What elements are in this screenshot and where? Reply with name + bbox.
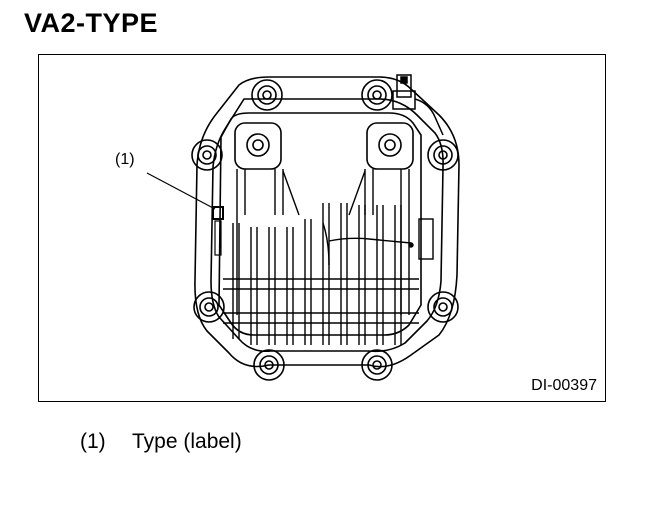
legend-item: (1) Type (label) — [80, 430, 242, 454]
bolt-top-left — [251, 79, 283, 111]
differential-cover-drawing — [146, 74, 460, 381]
breather-connector — [392, 74, 444, 136]
cooling-fins — [223, 203, 419, 345]
legend-number: (1) — [80, 430, 106, 453]
callout-leader — [146, 172, 216, 210]
bolt-mid-right — [427, 139, 459, 171]
bolt-low-right — [427, 291, 459, 323]
bolt-low-left — [193, 291, 225, 323]
bolt-bottom-left — [253, 349, 285, 381]
bolts — [191, 79, 459, 381]
right-slot — [418, 218, 434, 260]
upper-boss-right — [366, 122, 414, 170]
bolt-bottom-right — [361, 349, 393, 381]
legend-text: Type (label) — [132, 430, 242, 453]
cover-outline — [194, 76, 460, 368]
type-label — [212, 206, 224, 220]
inner-flange — [210, 98, 444, 353]
diagram-frame: (1) DI-00397 — [38, 54, 606, 402]
page-title: VA2-TYPE — [24, 8, 159, 38]
callout-1: (1) — [115, 151, 135, 168]
figure-code: DI-00397 — [531, 377, 597, 394]
bolt-mid-left — [191, 139, 223, 171]
ribs — [236, 169, 410, 315]
upper-boss-left — [234, 122, 282, 170]
bolt-top-right — [361, 79, 393, 111]
